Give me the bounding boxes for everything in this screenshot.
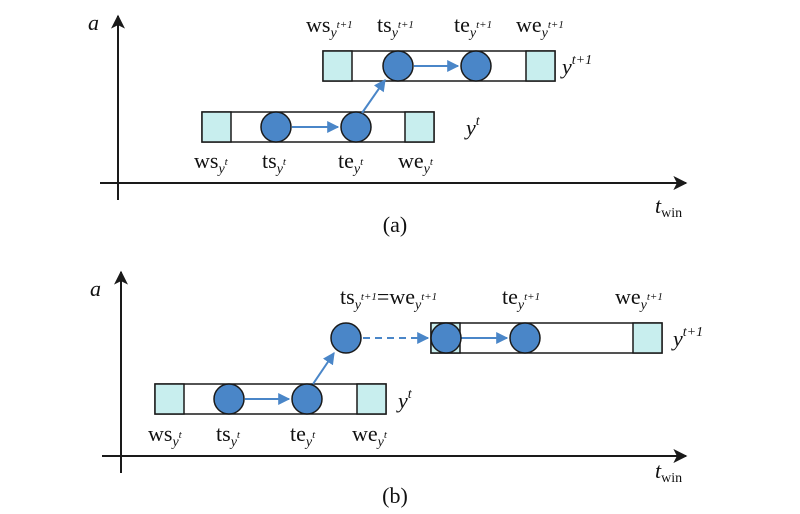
panel-a-yt1-label: yt+1: [560, 53, 592, 79]
panel-b-we-t1-label: weyt+1: [615, 284, 663, 313]
panel-a-ts-t1-label: tsyt+1: [377, 12, 414, 41]
panel-b: a twin wsyt ts: [90, 270, 703, 508]
panel-b-te-t1-label: teyt+1: [502, 284, 540, 313]
window-start-cell: [201, 111, 232, 143]
panel-a-window-t1: [322, 50, 556, 82]
panel-a-window-t: [201, 111, 435, 143]
window-end-cell: [356, 383, 387, 415]
panel-b-we-t-label: weyt: [352, 421, 388, 450]
panel-b-te-t-label: teyt: [290, 421, 316, 450]
task-end-node: [509, 322, 541, 354]
panel-b-ts-t1-node: [330, 322, 362, 354]
panel-b-window-t1: [430, 322, 663, 354]
window-end-cell: [632, 322, 663, 354]
task-start-node: [260, 111, 292, 143]
panel-b-yt1-label: yt+1: [671, 325, 703, 351]
panel-b-transition-arrow: [312, 352, 335, 385]
task-end-node: [340, 111, 372, 143]
panel-a-yt-label: yt: [464, 114, 481, 140]
panel-a-te-t-label: teyt: [338, 148, 364, 177]
panel-a-we-t-label: weyt: [398, 148, 434, 177]
panel-b-ts-we-t1-label: tsyt+1=weyt+1: [340, 284, 437, 313]
task-end-node: [291, 383, 323, 415]
panel-b-ts-t-label: tsyt: [216, 421, 241, 450]
panel-a-te-t1-label: teyt+1: [454, 12, 492, 41]
task-start-node: [382, 50, 414, 82]
panel-a-ws-t-label: wsyt: [194, 148, 229, 177]
panel-b-window-t: [154, 383, 387, 415]
panel-a-caption: (a): [383, 212, 407, 237]
task-start-node: [430, 322, 462, 354]
window-end-cell: [525, 50, 556, 82]
panel-a-ts-t-label: tsyt: [262, 148, 287, 177]
task-end-node: [460, 50, 492, 82]
panel-a-y-axis-label: a: [88, 10, 99, 35]
window-start-cell: [322, 50, 353, 82]
panel-a: a twin wsyt tsyt: [88, 10, 688, 237]
panel-b-caption: (b): [382, 483, 408, 508]
panel-a-ws-t1-label: wsyt+1: [306, 12, 353, 41]
panel-b-y-axis-label: a: [90, 276, 101, 301]
panel-b-yt-label: yt: [396, 387, 413, 413]
panel-a-we-t1-label: weyt+1: [516, 12, 564, 41]
panel-a-transition-arrow: [361, 79, 386, 114]
panel-b-ws-t-label: wsyt: [148, 421, 183, 450]
window-start-cell: [154, 383, 185, 415]
task-start-node: [213, 383, 245, 415]
panel-b-x-axis-label: twin: [655, 458, 682, 486]
window-end-cell: [404, 111, 435, 143]
panel-a-x-axis-label: twin: [655, 193, 682, 221]
